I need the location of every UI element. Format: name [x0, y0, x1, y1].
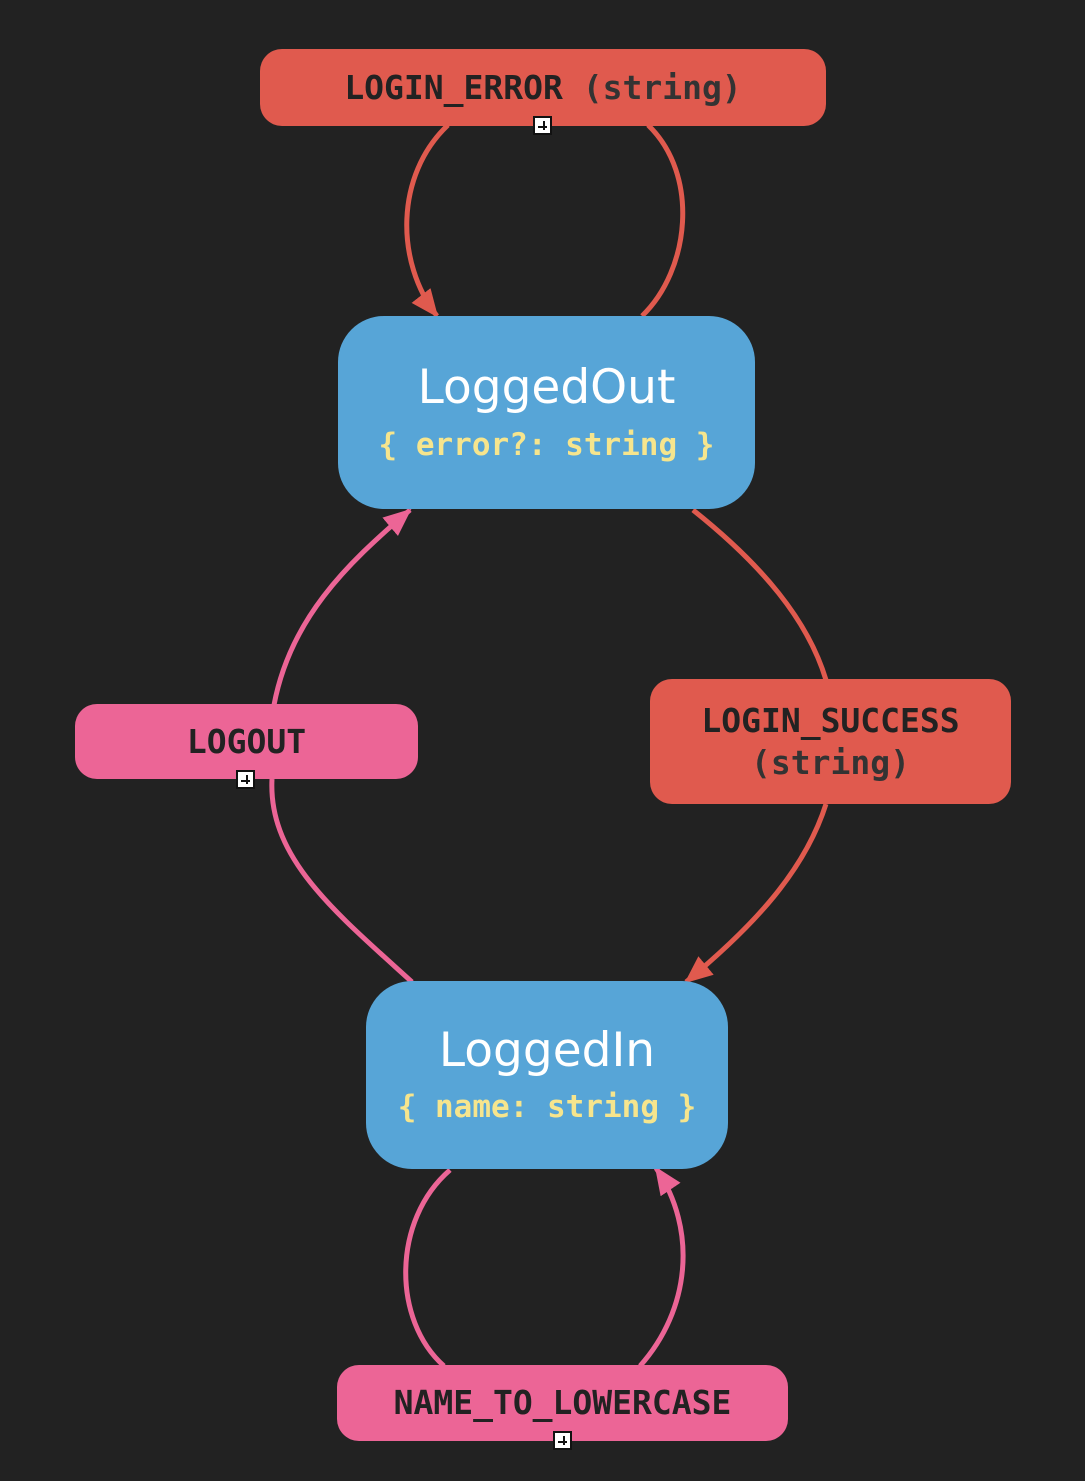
edge-loggedin-to-name-to-lowercase [403, 1168, 452, 1368]
state-loggedout-name: LoggedOut [417, 360, 676, 416]
event-login-error-label: LOGIN_ERROR (string) [344, 67, 741, 108]
edge-name-to-lowercase-to-loggedin [638, 1166, 686, 1368]
event-name-to-lowercase[interactable]: NAME_TO_LOWERCASE [337, 1365, 788, 1441]
state-loggedout-context: { error?: string } [378, 426, 715, 463]
state-loggedin[interactable]: LoggedIn { name: string } [366, 981, 728, 1169]
event-login-success-payload: (string) [751, 742, 910, 782]
event-login-error[interactable]: LOGIN_ERROR (string) [260, 49, 826, 126]
state-loggedin-context: { name: string } [397, 1089, 697, 1126]
edge-logout-to-loggedout [271, 508, 412, 706]
state-loggedin-name: LoggedIn [438, 1022, 656, 1078]
event-logout[interactable]: LOGOUT [75, 704, 418, 779]
edge-login-error-to-loggedout [404, 123, 450, 318]
event-login-success[interactable]: LOGIN_SUCCESS (string) [650, 679, 1011, 804]
event-login-error-payload: (string) [582, 67, 742, 107]
state-loggedout[interactable]: LoggedOut { error?: string } [338, 316, 755, 509]
edge-loggedout-to-login-success [691, 508, 829, 681]
event-login-error-name: LOGIN_ERROR [344, 67, 563, 107]
edge-loggedout-to-login-error [640, 123, 686, 318]
expand-logout-icon[interactable] [236, 770, 255, 789]
edge-login-success-to-loggedin [684, 803, 829, 984]
expand-name-to-lowercase-icon[interactable] [553, 1431, 572, 1450]
event-login-success-name: LOGIN_SUCCESS [701, 701, 960, 741]
edge-loggedin-to-logout [269, 778, 414, 984]
expand-login-error-icon[interactable] [533, 116, 552, 135]
event-logout-label: LOGOUT [186, 721, 307, 761]
event-name-to-lowercase-label: NAME_TO_LOWERCASE [393, 1383, 732, 1423]
event-login-success-label: LOGIN_SUCCESS (string) [701, 700, 959, 783]
